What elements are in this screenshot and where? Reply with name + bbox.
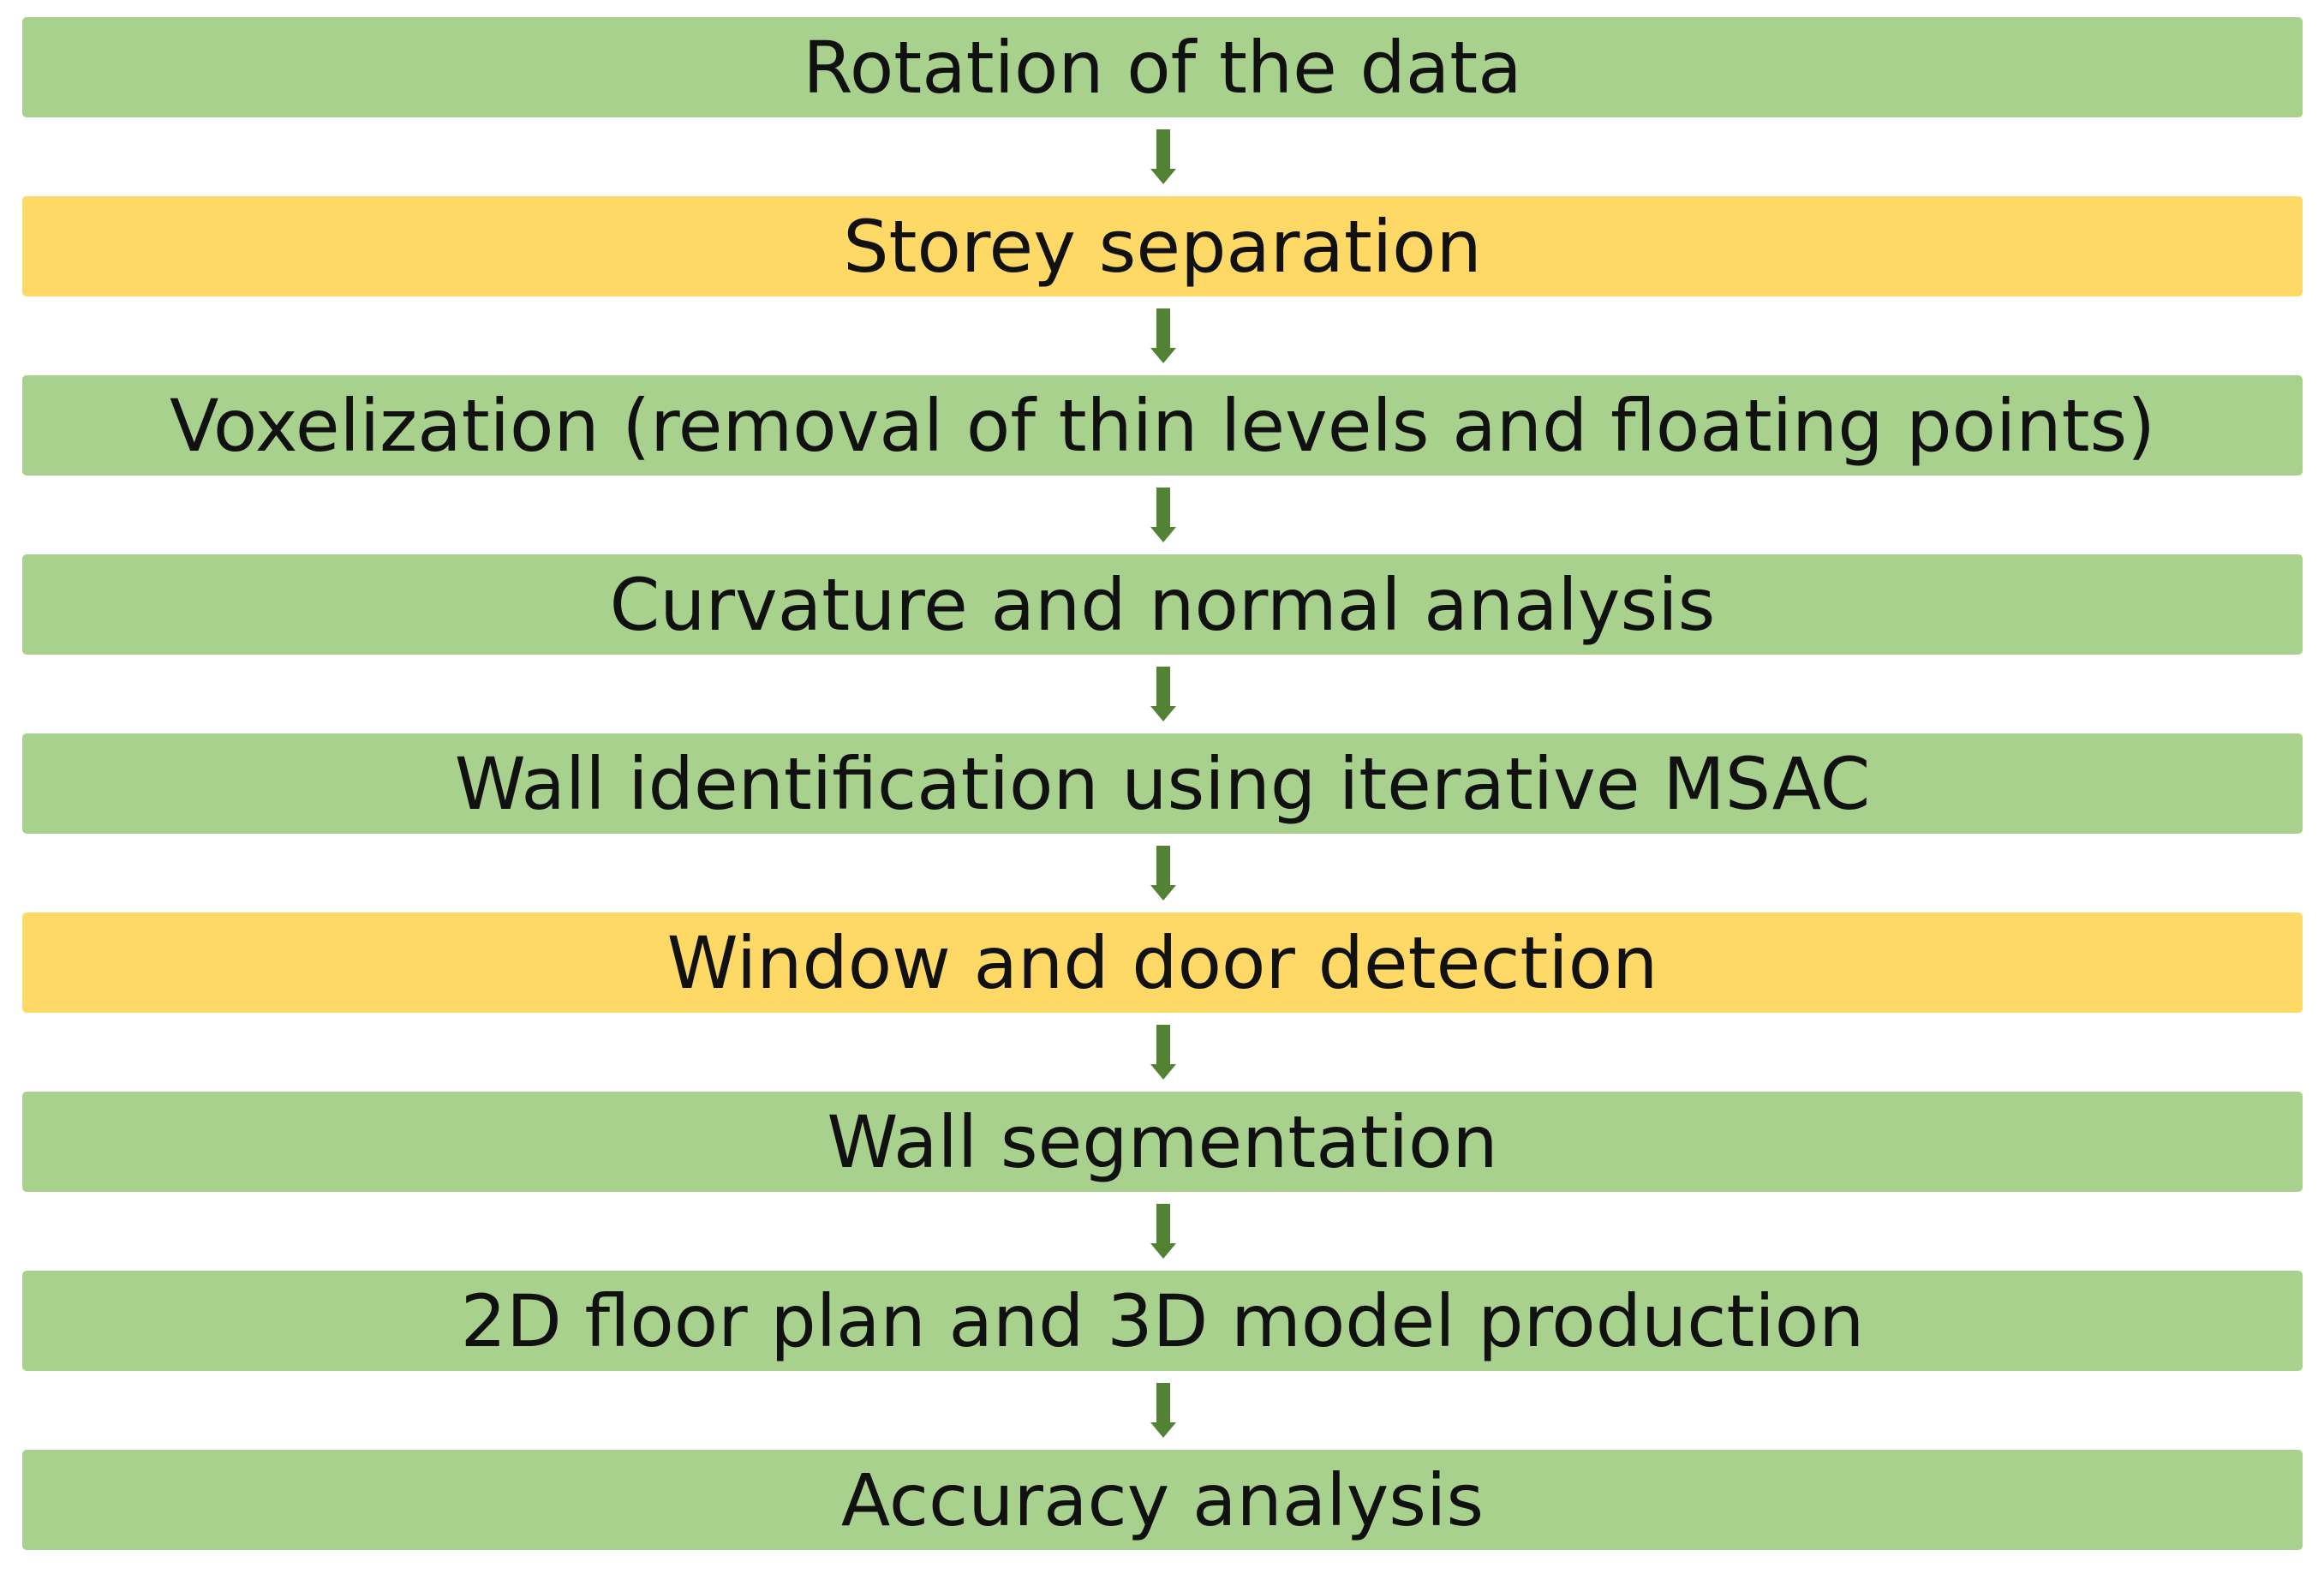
step-accuracy-analysis: Accuracy analysis (22, 1450, 2303, 1550)
down-arrow-icon (22, 296, 2303, 375)
step-floor-plan-model-production: 2D floor plan and 3D model production (22, 1271, 2303, 1371)
step-storey-separation: Storey separation (22, 196, 2303, 296)
step-window-door-detection: Window and door detection (22, 913, 2303, 1013)
down-arrow-icon (22, 1371, 2303, 1450)
step-curvature-normal-analysis: Curvature and normal analysis (22, 554, 2303, 655)
step-voxelization: Voxelization (removal of thin levels and… (22, 375, 2303, 476)
down-arrow-icon (22, 476, 2303, 554)
workflow-diagram: Rotation of the data Storey separation V… (22, 17, 2303, 1550)
down-arrow-icon (22, 1192, 2303, 1271)
step-rotation: Rotation of the data (22, 17, 2303, 117)
down-arrow-icon (22, 834, 2303, 913)
down-arrow-icon (22, 117, 2303, 196)
down-arrow-icon (22, 655, 2303, 733)
step-wall-identification: Wall identification using iterative MSAC (22, 733, 2303, 834)
step-wall-segmentation: Wall segmentation (22, 1092, 2303, 1192)
down-arrow-icon (22, 1013, 2303, 1092)
